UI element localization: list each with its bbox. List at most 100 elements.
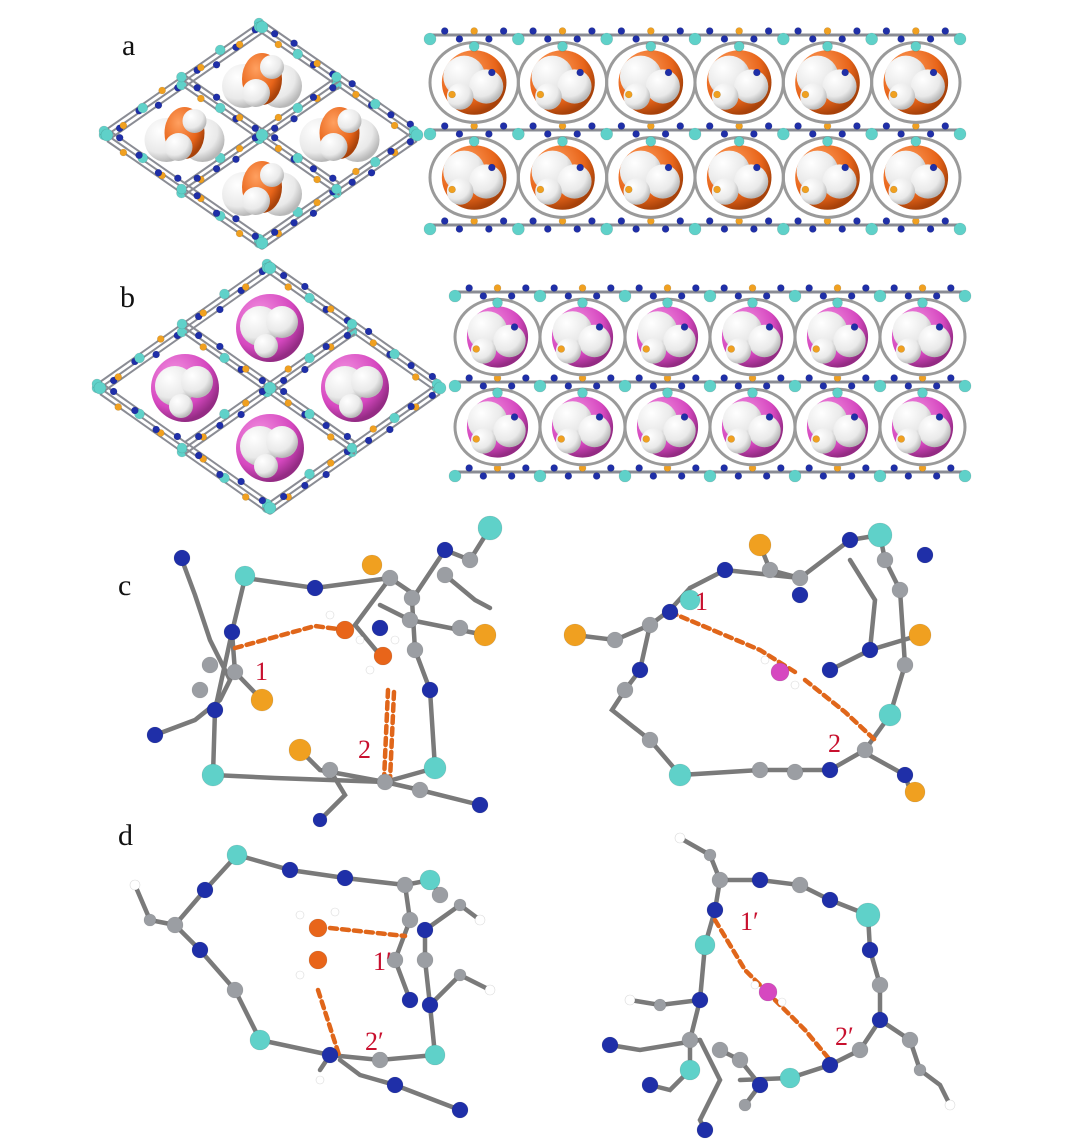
n-atom [935,323,944,331]
h-atom [944,1099,956,1111]
panel-label-d: d [118,819,133,852]
cl-atom [250,688,274,712]
guest-molecule [706,145,772,210]
lattice-atom [346,442,358,454]
zn-atom [557,136,568,147]
bond-label-d-right-1: 1′ [740,907,759,936]
c-atom [791,876,809,894]
cl-atom [557,345,566,353]
cl-atom [897,345,906,353]
lattice-atom [232,214,240,223]
lattice-atom [705,217,714,225]
lattice-atom [440,122,449,130]
lattice-atom [632,130,640,138]
lattice-atom [947,284,955,292]
lattice-atom [838,225,847,233]
lattice-atom [764,217,773,225]
cl-atom [889,185,898,194]
lattice-atom [617,27,626,35]
cl-atom [448,185,456,194]
bond-label-c-left-2: 2 [358,735,371,764]
c-atom [891,581,909,599]
lattice-atom [387,110,395,119]
lattice-atom [329,174,337,183]
n-atom [488,68,496,77]
n-atom [223,623,241,641]
lattice-atom [947,464,955,472]
zn-atom [255,20,269,34]
lattice-atom [688,127,702,141]
n-atom [471,796,489,814]
lattice-atom [750,35,758,43]
lattice-atom [649,472,658,480]
lattice-atom [705,27,714,35]
lattice-atom [176,442,188,454]
lattice-atom [573,130,582,138]
zn-atom [255,128,269,142]
zn-atom [93,381,107,395]
guest-atom [758,982,778,1002]
zn-atom [855,902,881,928]
zn-atom [226,844,248,866]
guest-molecule [618,145,684,210]
c-atom [761,561,779,579]
lattice-atom [703,289,717,303]
zn-atom [679,589,701,611]
lattice-atom [322,342,330,351]
lattice-atom [367,168,376,177]
lattice-atom [533,379,547,393]
cage-structure-d-left: 1′ 2′ [129,844,496,1119]
lattice-atom [304,352,315,364]
lattice-atom [465,284,473,292]
lattice-atom [485,35,493,43]
cl-atom [812,345,821,353]
lattice-atom [533,469,547,483]
c-atom [786,763,804,781]
lattice-atom [216,421,224,430]
lattice-atom [428,391,437,400]
lattice-atom [174,174,182,183]
lattice-atom [618,289,632,303]
c-atom [453,898,467,912]
zn-atom [832,387,843,399]
lattice-atom [688,32,702,46]
lattice-atom [154,101,163,110]
lattice-atom [904,472,913,480]
n-atom [173,549,191,567]
lattice-atom [853,217,861,225]
lattice-atom [309,209,318,218]
lattice-atom [406,137,415,146]
zn-atom [662,387,673,399]
n-atom [680,323,689,331]
guest-molecule [883,50,949,115]
n-atom [841,68,849,77]
c-atom [856,741,874,759]
guest-molecule [236,414,304,482]
c-atom [321,761,339,779]
c-atom [381,569,399,587]
h-atom [355,635,365,645]
lattice-atom [114,403,123,411]
zn-atom [822,41,833,52]
zn-atom [910,41,922,52]
lattice-atom [279,271,288,280]
lattice-atom [862,464,870,472]
cl-atom [642,435,651,443]
lattice-atom [235,229,244,238]
lattice-atom [119,148,128,157]
lattice-atom [290,218,298,227]
lattice-atom [274,113,283,122]
lattice-atom [109,387,118,396]
lattice-atom [573,35,582,43]
lattice-atom [290,39,298,48]
lattice-atom [748,284,757,292]
lattice-atom [131,406,139,415]
bond-label-d-left-2: 2′ [365,1027,384,1056]
zn-atom [662,297,673,309]
h-atom [295,910,305,920]
zn-atom [234,565,256,587]
lattice-atom [493,284,502,292]
lattice-atom [734,292,743,300]
lattice-atom [343,331,352,340]
